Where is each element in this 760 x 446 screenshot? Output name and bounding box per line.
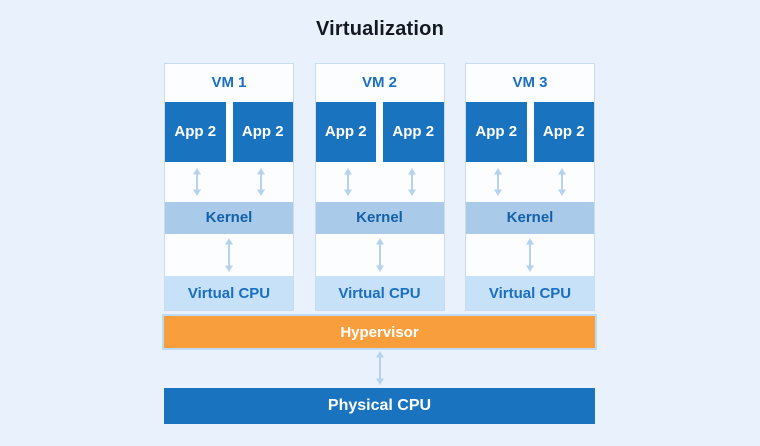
virtual-cpu-box: Virtual CPU — [315, 276, 444, 310]
double-arrow-icon — [257, 168, 265, 197]
double-arrow-icon — [193, 168, 201, 197]
kernel-vcpu-arrow — [165, 234, 293, 277]
double-arrow-icon — [375, 237, 384, 272]
vm-column-2: VM 2 App 2 App 2 Kernel Virtual CPU — [314, 63, 445, 311]
vm-columns: VM 1 App 2 App 2 Kernel Virtual CPU VM 2… — [164, 63, 595, 311]
vm-2-label: VM 2 — [361, 74, 397, 92]
double-arrow-icon — [526, 237, 534, 272]
page-title: Virtualization — [315, 18, 444, 40]
double-arrow-icon — [407, 168, 416, 197]
double-arrow-icon — [343, 168, 352, 197]
double-arrow-icon — [558, 168, 566, 197]
vm-3-label: VM 3 — [512, 74, 548, 92]
app-box: App 2 — [383, 101, 444, 163]
app-box: App 2 — [315, 101, 376, 163]
app-kernel-arrows — [316, 162, 444, 202]
vm-1-label: VM 1 — [211, 74, 247, 92]
app-box: App 2 — [232, 101, 293, 163]
kernel-vcpu-arrow — [466, 234, 594, 277]
hypervisor-cpu-arrow — [374, 351, 386, 385]
hypervisor-bar: Hypervisor — [162, 314, 597, 350]
virtual-cpu-box: Virtual CPU — [165, 276, 293, 310]
app-box: App 2 — [165, 101, 226, 163]
double-arrow-icon — [225, 237, 233, 272]
kernel-box: Kernel — [466, 201, 594, 234]
app-kernel-arrows — [165, 162, 293, 202]
virtual-cpu-box: Virtual CPU — [466, 276, 594, 310]
vm-1-apps-row: App 2 App 2 — [165, 101, 293, 163]
kernel-box: Kernel — [165, 201, 293, 234]
double-arrow-icon — [494, 168, 502, 197]
app-box: App 2 — [533, 101, 594, 163]
kernel-vcpu-arrow — [316, 234, 444, 277]
app-box: App 2 — [466, 101, 527, 163]
vm-3-apps-row: App 2 App 2 — [466, 101, 594, 163]
kernel-box: Kernel — [315, 201, 444, 234]
app-kernel-arrows — [466, 162, 594, 202]
vm-2-apps-row: App 2 App 2 — [315, 101, 444, 163]
vm-column-3: VM 3 App 2 App 2 Kernel Virtual CPU — [465, 63, 595, 311]
vm-column-1: VM 1 App 2 App 2 Kernel Virtual CPU — [164, 63, 294, 311]
double-arrow-icon — [376, 351, 384, 385]
physical-cpu-bar: Physical CPU — [164, 388, 595, 424]
